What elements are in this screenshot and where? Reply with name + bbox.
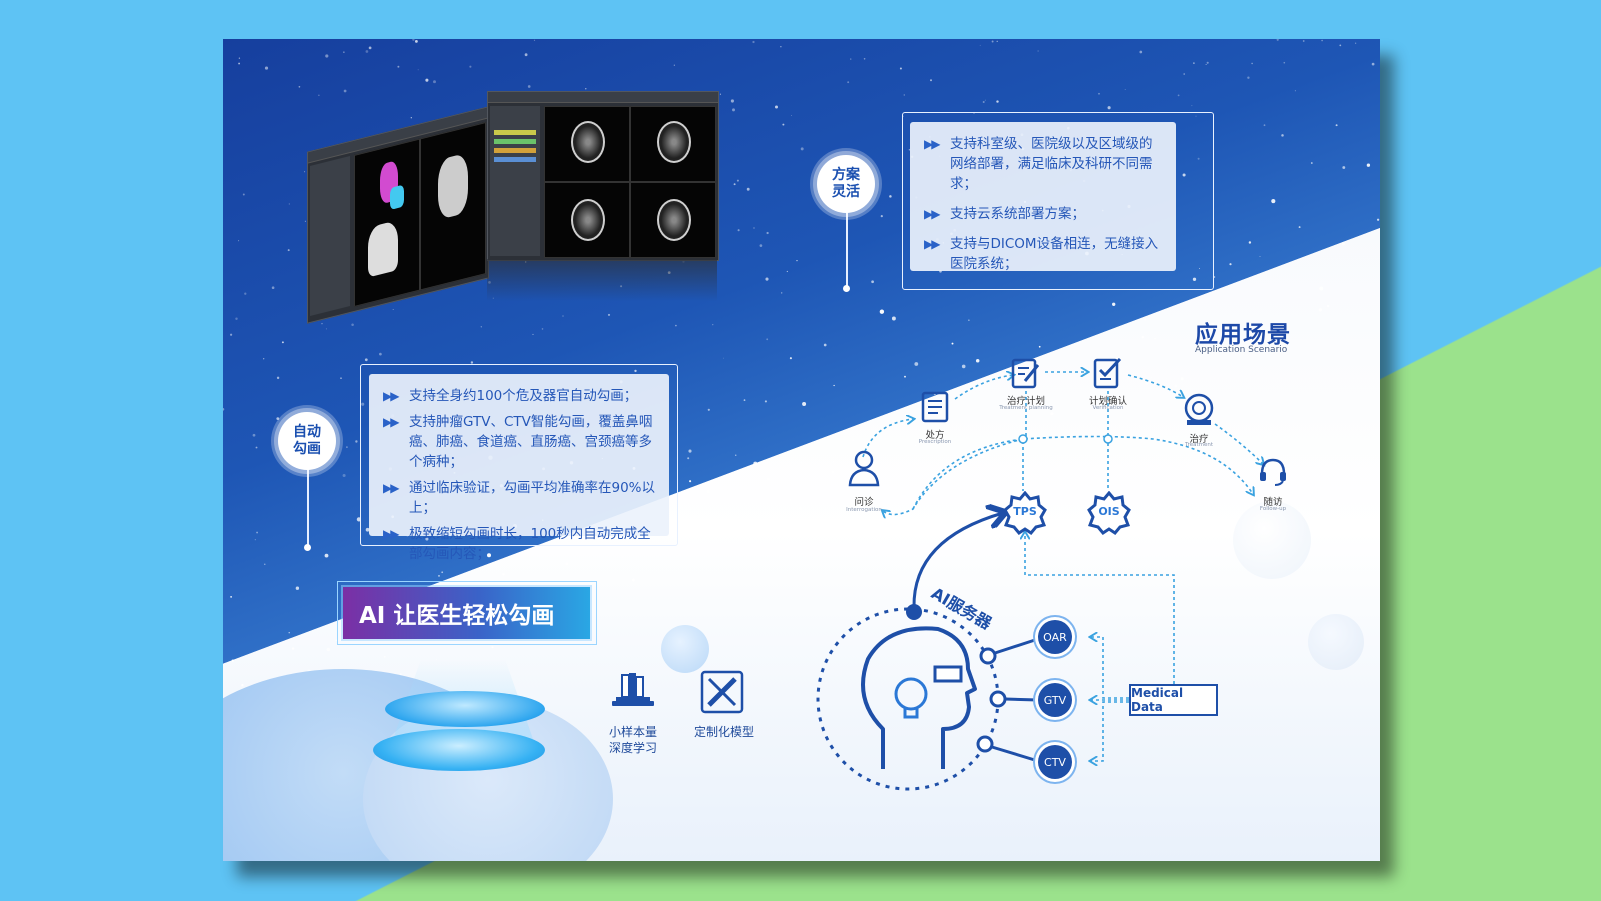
books-on-laptop-icon: [612, 673, 654, 706]
double-chevron-icon: ▶▶: [383, 415, 399, 429]
planning-icon: [1011, 358, 1040, 389]
prescription-icon: [921, 391, 949, 423]
plan-item: 支持科室级、医院级以及区域级的网络部署，满足临床及科研不同需求；: [950, 136, 1153, 192]
contour-item: 支持肿瘤GTV、CTV智能勾画，覆盖鼻咽癌、肺癌、食道癌、直肠癌、宫颈癌等多个病…: [409, 414, 653, 470]
output-ctv: CTV: [1038, 745, 1072, 779]
node-label-en: Follow-up: [1259, 506, 1287, 512]
double-chevron-icon: ▶▶: [383, 389, 399, 403]
node-label-cn: 处方: [925, 430, 945, 441]
node-label-cn: 问诊: [854, 497, 874, 508]
plan-item: 支持与DICOM设备相连，无缝接入医院系统；: [950, 236, 1159, 272]
badge-line: 自动: [293, 424, 321, 440]
hologram-disk-top: [385, 691, 545, 727]
badge-auto-contour: 自动勾画: [278, 412, 336, 470]
slogan-banner: AI 让医生轻松勾画: [343, 587, 590, 639]
connector-dot: [304, 544, 311, 551]
contour-item: 通过临床验证，勾画平均准确率在90%以上；: [409, 480, 656, 516]
output-gtv: GTV: [1038, 683, 1072, 717]
treatment-machine-icon: [1184, 393, 1214, 425]
flexible-plan-box: ▶▶ 支持科室级、医院级以及区域级的网络部署，满足临床及科研不同需求； ▶▶ 支持云…: [910, 122, 1176, 272]
node-label-cn: 治疗: [1189, 434, 1209, 445]
double-chevron-icon: ▶▶: [383, 481, 399, 495]
connector-line: [846, 211, 848, 287]
node-label-en: Interrogation: [846, 507, 882, 513]
double-chevron-icon: ▶▶: [383, 527, 399, 541]
double-chevron-icon: ▶▶: [924, 237, 940, 251]
pencil-ruler-icon: [700, 670, 744, 714]
badge-flexible-plan: 方案灵活: [817, 155, 875, 213]
node-label-en: Treatment: [1185, 442, 1213, 448]
scenario-subtitle: Application Scenario: [1195, 345, 1288, 355]
badge-line: 方案: [832, 167, 860, 183]
node-label-en: Treatment planning: [999, 405, 1053, 411]
output-oar: OAR: [1038, 620, 1072, 654]
feature-label-custom-model: 定制化模型: [693, 725, 754, 739]
mockup-reflection: [487, 259, 717, 301]
double-chevron-icon: ▶▶: [924, 207, 940, 221]
bubble: [1233, 501, 1311, 579]
gear-icon: [1087, 491, 1131, 535]
contour-item: 支持全身约100个危及器官自动勾画；: [409, 388, 638, 404]
bubble: [1308, 614, 1364, 670]
badge-line: 灵活: [832, 184, 860, 200]
contour-item: 极致缩短勾画时长，100秒内自动完成全部勾画内容；: [409, 526, 651, 562]
software-screenshot: [307, 91, 725, 324]
node-label-cn: 计划确认: [1088, 396, 1127, 407]
plan-item: 支持云系统部署方案；: [950, 206, 1085, 222]
hologram-disk-bottom: [373, 729, 545, 771]
gear-label-ois: OIS: [1098, 505, 1120, 518]
double-chevron-icon: ▶▶: [924, 137, 940, 151]
doctor-icon: [848, 450, 880, 487]
gear-label-tps: TPS: [1013, 505, 1037, 518]
node-label-en: Prescription: [918, 439, 952, 445]
verification-icon: [1093, 357, 1122, 389]
brochure-card: 方案灵活 ▶▶ 支持科室级、医院级以及区域级的网络部署，满足临床及科研不同需求； …: [223, 39, 1380, 861]
connector-line: [307, 467, 309, 547]
right-ct-panel: [487, 91, 719, 261]
slogan-frame: [337, 581, 597, 645]
bubble: [661, 625, 709, 673]
scenario-title: 应用场景: [1195, 322, 1291, 348]
connector-dot: [843, 285, 850, 292]
gear-icon: [1003, 491, 1047, 535]
headset-icon: [1260, 458, 1286, 486]
node-label-en: Verification: [1092, 405, 1124, 411]
medical-data-box: Medical Data: [1129, 684, 1218, 716]
badge-line: 勾画: [293, 441, 321, 457]
node-label-cn: 治疗计划: [1006, 396, 1045, 407]
flexible-plan-frame: [902, 112, 1214, 290]
scenario-diagram: [816, 39, 1380, 791]
node-label-cn: 随访: [1263, 497, 1283, 508]
auto-contour-box: ▶▶ 支持全身约100个危及器官自动勾画； ▶▶ 支持肿瘤GTV、CTV智能勾画，覆…: [369, 374, 669, 562]
feature-label-small-sample: 小样本量 深度学习: [608, 725, 657, 755]
auto-contour-frame: [360, 364, 678, 546]
